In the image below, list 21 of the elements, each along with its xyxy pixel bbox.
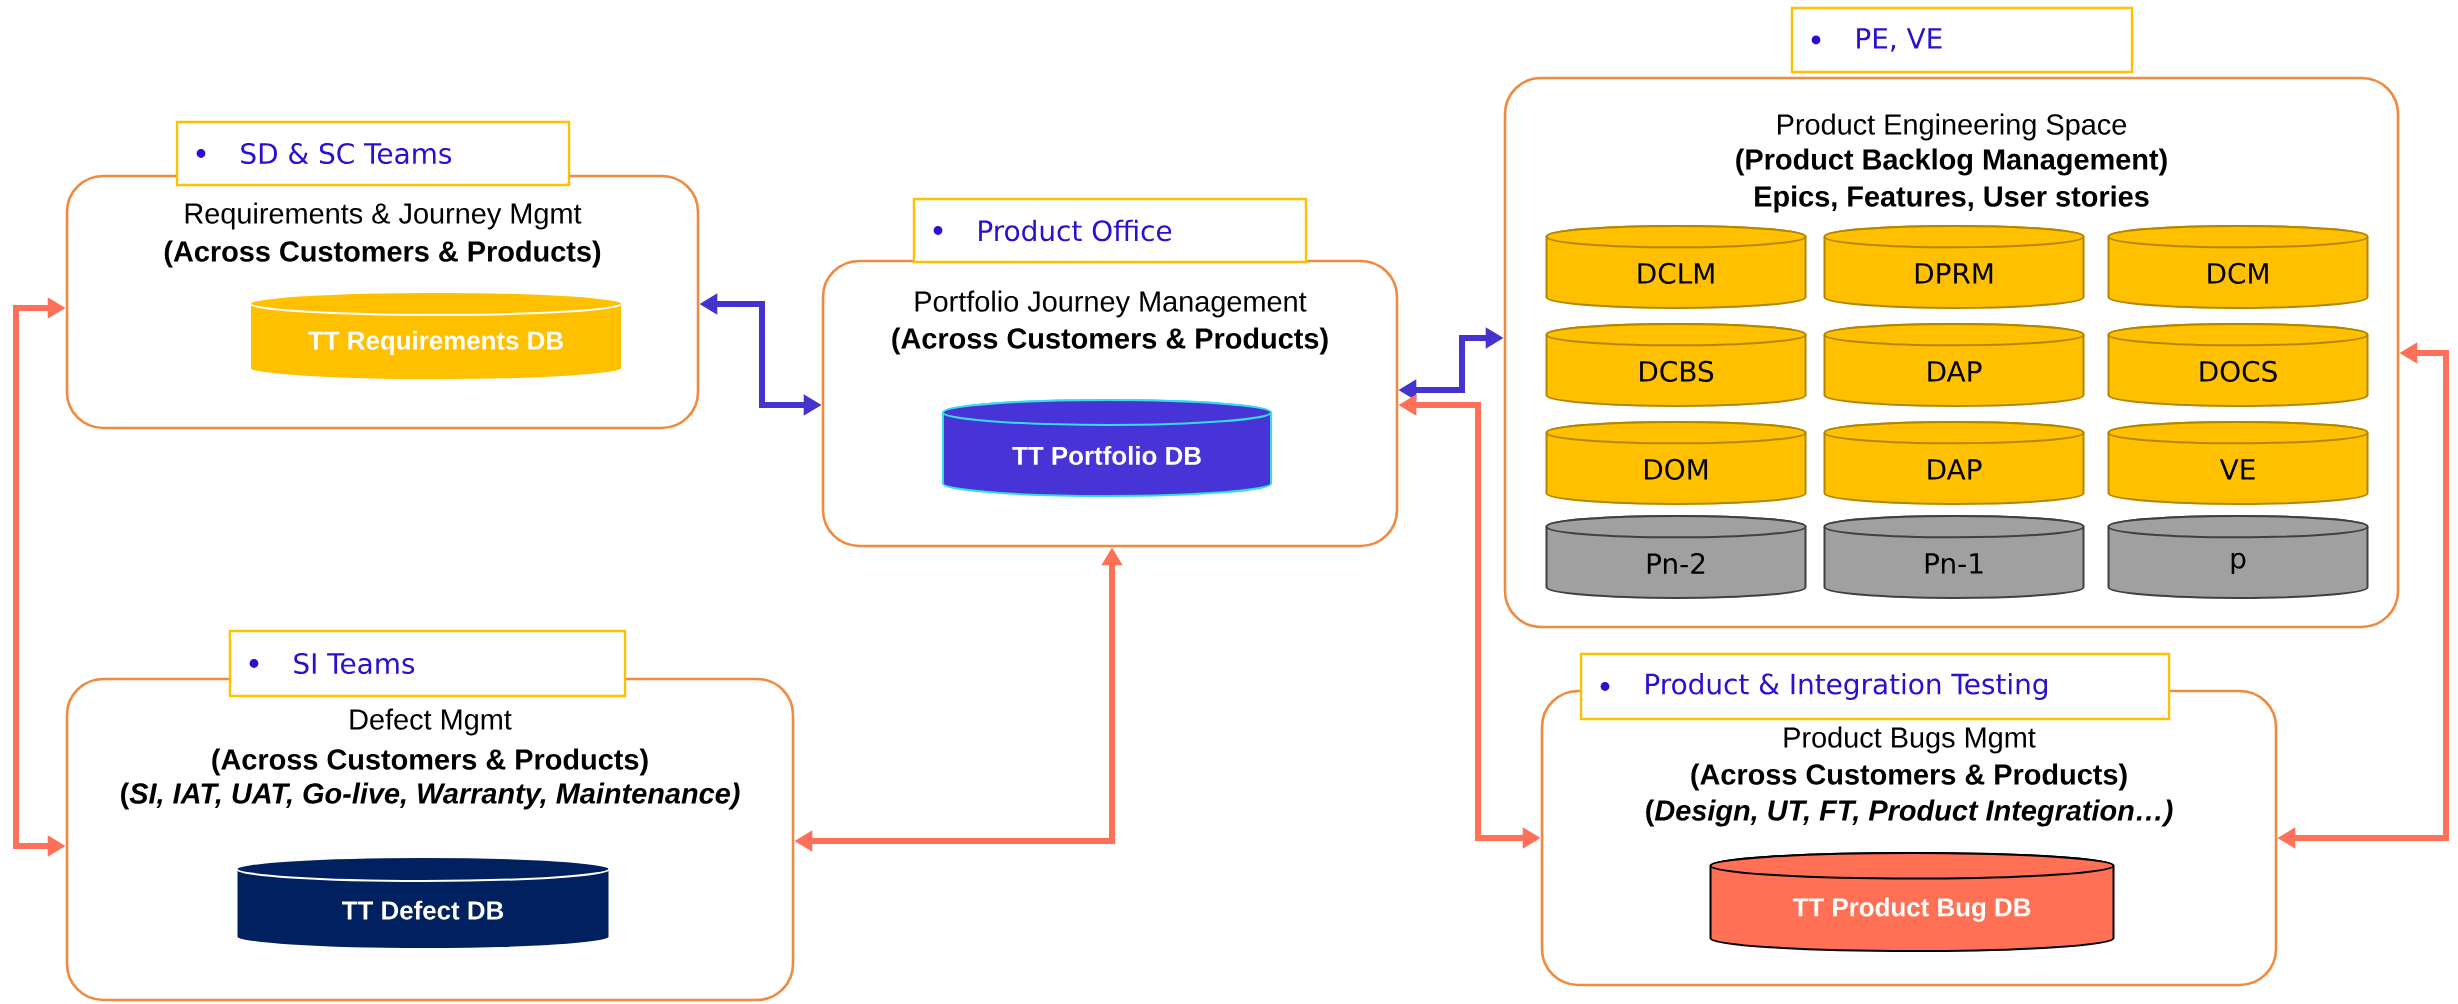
database-cylinder: DCM [2107,225,2369,309]
team-tab: Product Office [912,197,1308,264]
team-tab: PE, VE [1790,6,2134,74]
team-tab: SI Teams [228,629,627,698]
database-cylinder: VE [2107,421,2369,505]
database-cylinder: DAP [1823,421,2085,505]
database-cylinder: Pn-2 [1545,515,1807,599]
team-tab: Product & Integration Testing [1579,652,2171,721]
database-cylinder: p [2107,515,2369,599]
database-cylinder: DOCS [2107,323,2369,407]
team-tab: SD & SC Teams [175,120,571,187]
database-cylinder: TT Requirements DB [249,291,623,381]
database-cylinder: Pn-1 [1823,515,2085,599]
database-cylinder: TT Product Bug DB [1709,852,2115,952]
database-cylinder: DPRM [1823,225,2085,309]
database-cylinder: TT Defect DB [235,856,611,950]
database-cylinder: DCBS [1545,323,1807,407]
database-cylinder: DAP [1823,323,2085,407]
database-cylinder: TT Portfolio DB [942,399,1272,497]
database-cylinder: DCLM [1545,225,1807,309]
database-cylinder: DOM [1545,421,1807,505]
